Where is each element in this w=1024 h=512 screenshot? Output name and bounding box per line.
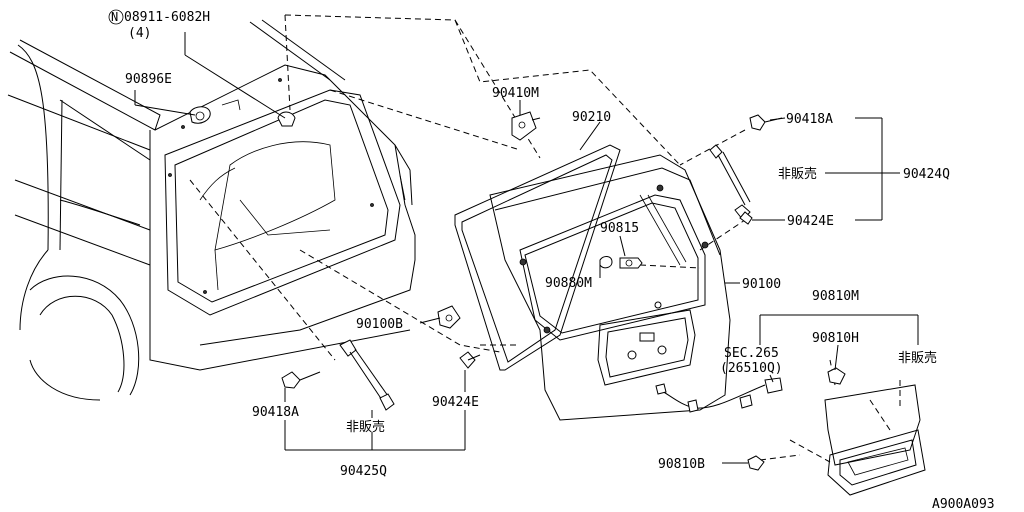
callout-labels: N 08911-6082H (4) 90896E 90410M 90210 90… <box>108 9 995 512</box>
label-90424E-top: 90424E <box>787 214 834 229</box>
label-90810B: 90810B <box>658 457 705 472</box>
lamp-parts <box>599 256 643 269</box>
seal-weatherstrip <box>454 144 621 371</box>
label-90810M: 90810M <box>812 289 859 304</box>
label-nut-ref: N <box>111 10 118 24</box>
label-not-for-sale-bottom: 非販売 <box>346 419 385 435</box>
label-08911-6082H: 08911-6082H <box>124 10 210 25</box>
label-90100B: 90100B <box>356 317 403 332</box>
strut-top <box>709 114 783 225</box>
license-lamp-assembly <box>747 367 926 496</box>
label-90410M: 90410M <box>492 86 539 101</box>
callout-leaders <box>134 32 919 464</box>
harness <box>655 377 783 413</box>
label-not-for-sale-lamp: 非販売 <box>898 350 937 366</box>
label-90424Q: 90424Q <box>903 167 950 182</box>
vehicle-body <box>7 19 416 401</box>
dashed-leaders <box>189 14 901 463</box>
label-90210: 90210 <box>572 110 611 125</box>
label-not-for-sale-top: 非販売 <box>778 166 817 182</box>
hinge-90410M <box>511 111 541 141</box>
label-90418A-top: 90418A <box>786 112 833 127</box>
bumper-90424E-bottom <box>459 351 481 369</box>
label-90424E-bottom: 90424E <box>432 395 479 410</box>
n-marker-circle <box>108 9 124 25</box>
label-sec-265: SEC.265 <box>724 346 779 361</box>
liftgate-panel <box>489 154 731 421</box>
label-90418A-bottom: 90418A <box>252 405 299 420</box>
label-90815: 90815 <box>600 221 639 236</box>
label-nut-qty: (4) <box>128 26 151 41</box>
figure-id: A900A093 <box>932 497 995 512</box>
label-90880M: 90880M <box>545 276 592 291</box>
strut-bottom <box>281 339 395 411</box>
label-90810H: 90810H <box>812 331 859 346</box>
label-90896E: 90896E <box>125 72 172 87</box>
label-90425Q: 90425Q <box>340 464 387 479</box>
label-26510Q: (26510Q) <box>720 361 783 376</box>
hinge-90100B <box>437 305 461 329</box>
label-90100: 90100 <box>742 277 781 292</box>
